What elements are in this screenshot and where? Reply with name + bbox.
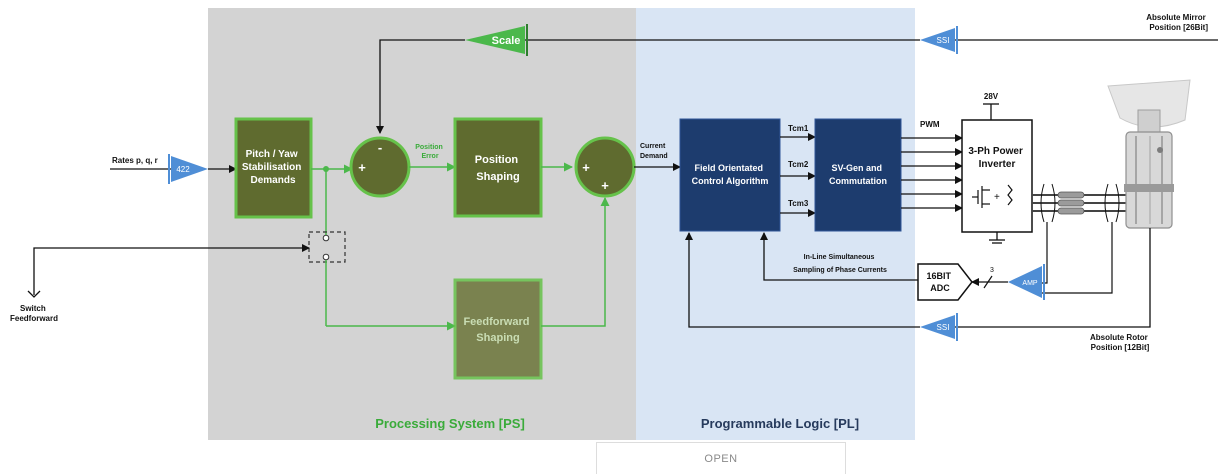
sum2-plus-bottom: + (601, 178, 609, 193)
rotor-position-label: Absolute Rotor Position [12Bit] (1090, 333, 1150, 352)
adc-label: 16BIT ADC (926, 271, 953, 293)
position-error-label: Position Error (415, 144, 445, 160)
svg-text:+: + (994, 192, 1000, 203)
switch-control-wire (33, 244, 310, 295)
sum1-plus: + (358, 160, 366, 175)
inverter-block (961, 119, 1033, 233)
switch-feedforward-label: Switch Feedforward (10, 304, 58, 323)
block-diagram: Processing System [PS] Programmable Logi… (10, 8, 1218, 440)
ssi-mirror-port (920, 28, 955, 52)
sampling-label: In-Line Simultaneous Sampling of Phase C… (793, 254, 887, 274)
rates-422-label: 422 (176, 165, 190, 174)
tcm1-label: Tcm1 (788, 124, 809, 133)
adc-block (917, 263, 973, 301)
sum2-plus-left: + (582, 160, 590, 175)
motor-mirror-icon (1107, 79, 1191, 229)
amp-port (1008, 266, 1042, 298)
position-shaping-label: Position Shaping (475, 154, 521, 183)
pl-label: Programmable Logic [PL] (701, 416, 859, 431)
position-shaping-block (453, 117, 543, 218)
scale-label: Scale (492, 35, 521, 47)
ssi-rotor-port (920, 315, 955, 339)
scale-to-sum1-wire (376, 39, 465, 134)
amp-label: AMP (1022, 280, 1038, 287)
open-button[interactable]: OPEN (596, 442, 846, 474)
foc-block (679, 118, 781, 232)
stabilisation-label: Pitch / Yaw Stabilisation Demands (242, 149, 304, 186)
mirror-position-label: Absolute Mirror Position [26Bit] (1146, 13, 1208, 32)
pwm-label: PWM (920, 120, 940, 129)
ssi-mirror-label: SSI (937, 36, 950, 45)
feedforward-shaping-block (453, 278, 543, 380)
voltage-label: 28V (984, 92, 999, 101)
current-sensors (1057, 191, 1085, 215)
svgen-block (814, 118, 902, 232)
foc-label: Field Orientated Control Algorithm (692, 163, 769, 186)
ps-label: Processing System [PS] (375, 416, 525, 431)
feedforward-switch (308, 231, 346, 263)
rates-422-port (171, 156, 208, 182)
current-demand-label: Current Demand (640, 143, 668, 160)
tcm2-label: Tcm2 (788, 160, 809, 169)
ssi-rotor-label: SSI (937, 323, 950, 332)
sum1-minus: - (378, 140, 382, 155)
scale-gain (465, 26, 525, 54)
rates-input-label: Rates p, q, r (112, 156, 158, 165)
ps-region (208, 8, 636, 440)
mosfet-icon: + (972, 184, 1013, 208)
feedforward-shaping-label: Feedforward Shaping (463, 316, 532, 344)
svgen-label: SV-Gen and Commutation (829, 163, 887, 186)
tcm3-label: Tcm3 (788, 199, 809, 208)
inverter-label: 3-Ph Power Inverter (968, 146, 1025, 170)
adc-bus-width: 3 (990, 267, 994, 274)
stabilisation-block (234, 117, 313, 219)
